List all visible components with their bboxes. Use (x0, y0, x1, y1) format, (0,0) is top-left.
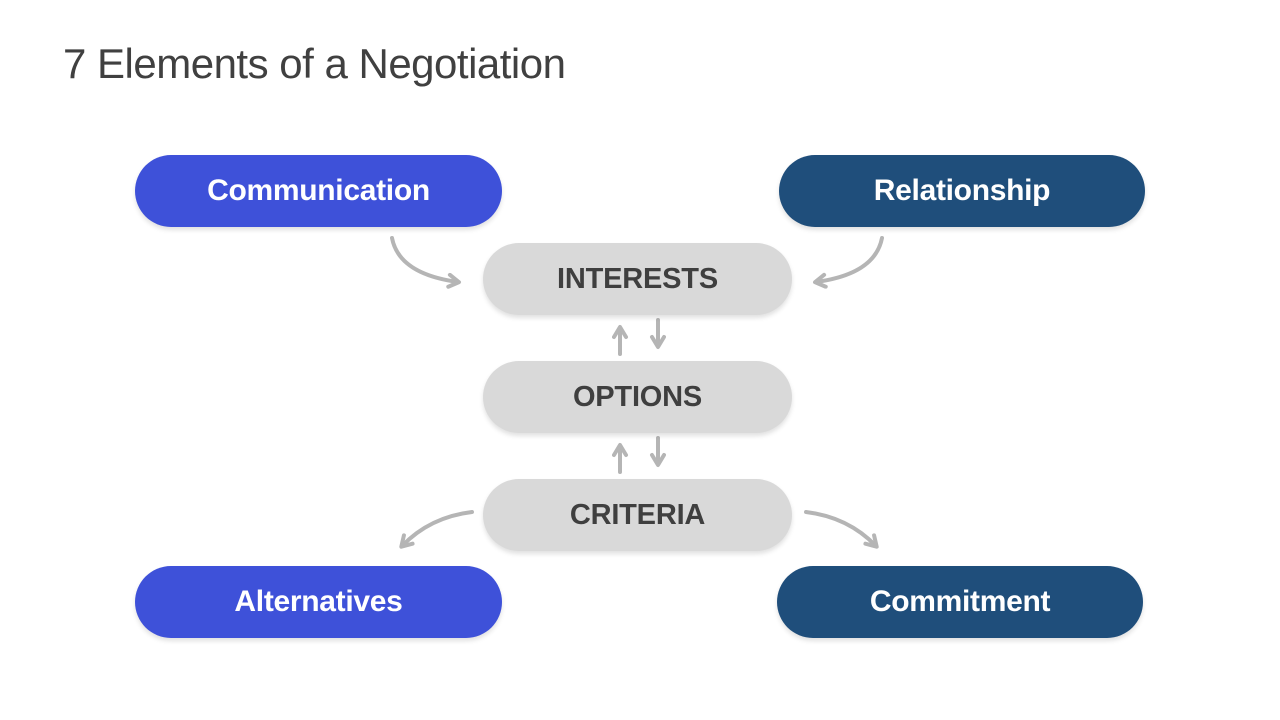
page-title: 7 Elements of a Negotiation (63, 40, 566, 87)
node-interests-label: INTERESTS (557, 262, 718, 295)
node-alternatives-label: Alternatives (234, 585, 403, 618)
node-relationship-label: Relationship (873, 174, 1051, 207)
curved-arrow-criteria-to-alternatives-icon (399, 510, 474, 549)
node-commitment-label: Commitment (869, 585, 1051, 618)
node-criteria: CRITERIA (483, 479, 792, 551)
node-communication-label: Communication (207, 174, 430, 207)
curved-arrow-criteria-to-commitment-icon (804, 510, 879, 549)
curved-arrow-communication-to-interests-icon (390, 236, 461, 289)
node-options: OPTIONS (483, 361, 792, 433)
node-alternatives: Alternatives (135, 566, 502, 638)
curved-arrow-relationship-to-interests-icon (813, 236, 884, 289)
node-communication: Communication (135, 155, 502, 227)
node-commitment: Commitment (777, 566, 1143, 638)
node-interests: INTERESTS (483, 243, 792, 315)
node-criteria-label: CRITERIA (569, 498, 706, 531)
node-relationship: Relationship (779, 155, 1145, 227)
node-options-label: OPTIONS (572, 380, 703, 413)
